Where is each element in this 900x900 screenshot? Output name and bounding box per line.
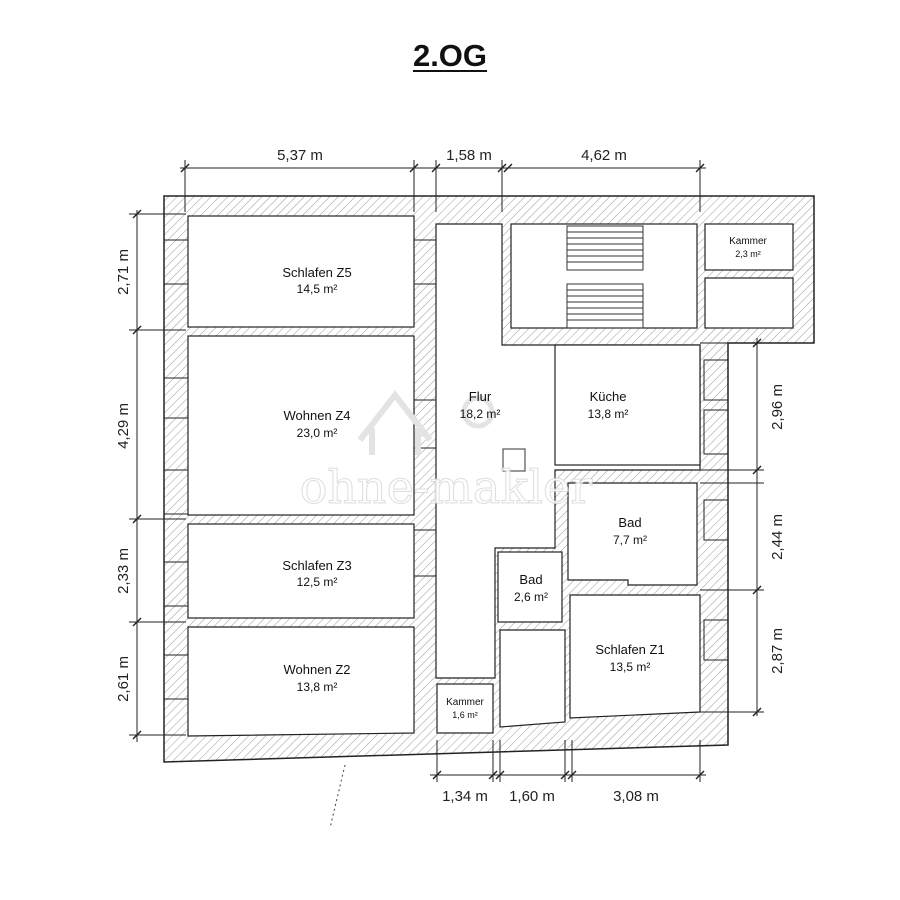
dim-right-1: 2,96 m [769,384,786,430]
dimension-ticks [132,163,762,780]
dim-left-1: 2,71 m [115,249,132,295]
watermark: ohne-makler [299,390,593,515]
dim-top-1: 5,37 m [277,147,323,164]
dim-right-3: 2,87 m [769,628,786,674]
dimension-lines [129,160,764,782]
room-area-schlafen-z3: 12,5 m² [297,575,338,589]
dim-left-2: 4,29 m [115,403,132,449]
walls [163,195,815,829]
room-area-kueche: 13,8 m² [588,407,629,421]
dim-left-4: 2,61 m [115,656,132,702]
watermark-text: ohne-makler [300,460,593,514]
dim-top-3: 4,62 m [581,147,627,164]
dim-left-3: 2,33 m [115,548,132,594]
room-area-kammer-top: 2,3 m² [735,249,761,259]
room-name-kammer-bottom: Kammer [446,697,484,708]
room-name-bad-large: Bad [618,515,641,530]
room-name-wohnen-z2: Wohnen Z2 [284,662,351,677]
floor-title: 2.OG [412,38,488,73]
dim-right-2: 2,44 m [769,514,786,560]
dimension-labels: 5,37 m 1,58 m 4,62 m 2,71 m 4,29 m 2,33 … [115,147,786,805]
room-name-bad-small: Bad [519,572,542,587]
room-area-schlafen-z1: 13,5 m² [610,660,651,674]
room-area-bad-large: 7,7 m² [613,533,647,547]
dim-bottom-1: 1,34 m [442,788,488,805]
room-name-flur: Flur [469,389,492,404]
room-name-schlafen-z5: Schlafen Z5 [282,265,351,280]
room-area-wohnen-z2: 13,8 m² [297,680,338,694]
dim-bottom-2: 1,60 m [509,788,555,805]
room-area-bad-small: 2,6 m² [514,590,548,604]
room-area-wohnen-z4: 23,0 m² [297,426,338,440]
room-name-schlafen-z1: Schlafen Z1 [595,642,664,657]
room-name-kammer-top: Kammer [729,236,767,247]
room-labels: Schlafen Z5 14,5 m² Wohnen Z4 23,0 m² Sc… [282,236,767,720]
dim-bottom-3: 3,08 m [613,788,659,805]
room-name-schlafen-z3: Schlafen Z3 [282,558,351,573]
room-name-kueche: Küche [590,389,627,404]
dim-top-2: 1,58 m [446,147,492,164]
room-area-flur: 18,2 m² [460,407,501,421]
room-area-kammer-bottom: 1,6 m² [452,710,478,720]
room-area-schlafen-z5: 14,5 m² [297,282,338,296]
room-name-wohnen-z4: Wohnen Z4 [284,408,351,423]
